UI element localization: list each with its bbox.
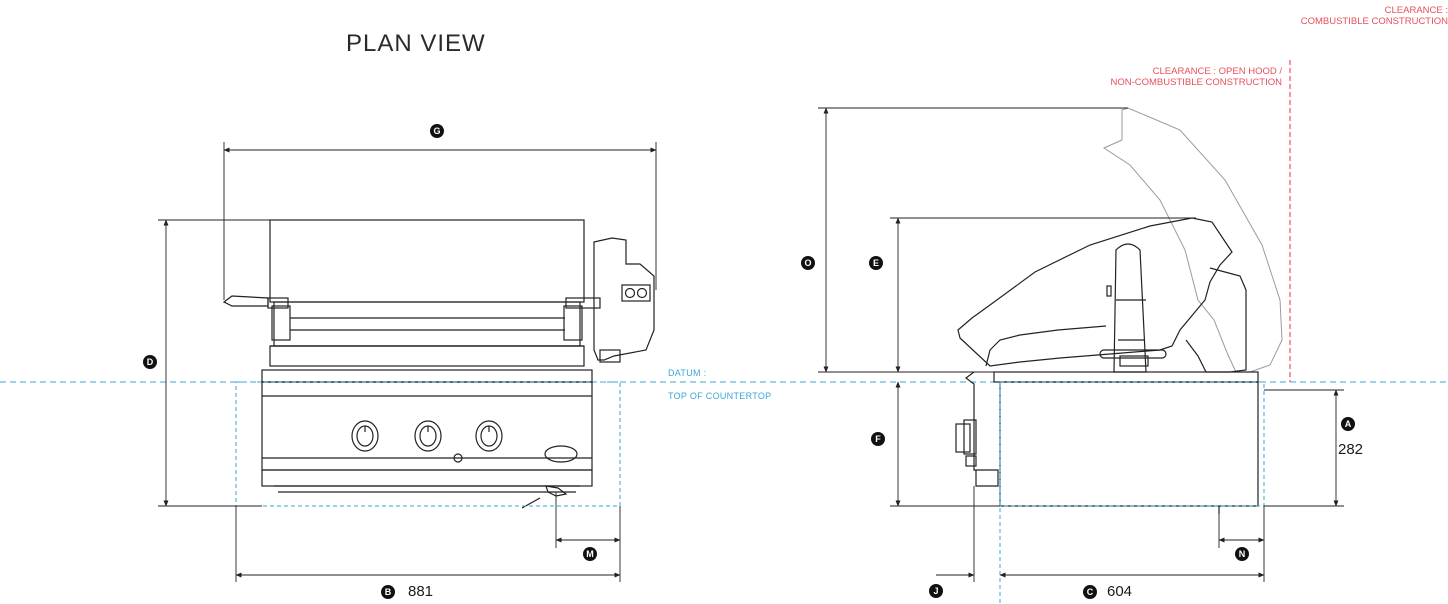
marker-g: G [430,124,444,138]
clearance-combustible-label: CLEARANCE : COMBUSTIBLE CONSTRUCTION [1301,5,1448,27]
datum-label-line2: TOP OF COUNTERTOP [668,391,772,401]
front-dimensions [158,142,657,582]
side-cutout [999,381,1265,507]
dimension-a-value: 282 [1338,441,1364,458]
marker-m: M [583,547,597,561]
clearance-open-hood-line1: CLEARANCE : OPEN HOOD / [1152,66,1282,77]
datum-label-line1: DATUM : [668,368,707,378]
clearance-combustible-line1: CLEARANCE : [1384,5,1448,16]
clearance-open-hood-line2: NON-COMBUSTIBLE CONSTRUCTION [1110,77,1282,88]
marker-c: C [1083,585,1097,599]
side-view-grill [955,217,1259,514]
dimension-c-value: 604 [1107,583,1133,600]
side-dimensions [818,107,1344,582]
marker-e: E [869,256,883,270]
dimension-b-value: 881 [408,583,434,600]
clearance-combustible-line2: COMBUSTIBLE CONSTRUCTION [1300,16,1448,27]
marker-b: B [381,585,395,599]
clearance-open-hood-label: CLEARANCE : OPEN HOOD / NON-COMBUSTIBLE … [1110,66,1282,88]
open-hood-outline [1102,107,1283,373]
page-title: PLAN VIEW [346,30,486,57]
marker-f: F [871,432,885,446]
marker-j: J [929,584,943,598]
front-view-grill [222,219,655,509]
front-cutout [235,381,621,507]
marker-n: N [1235,547,1249,561]
marker-o: O [801,256,815,270]
marker-a: A [1341,417,1355,431]
marker-d: D [143,355,157,369]
